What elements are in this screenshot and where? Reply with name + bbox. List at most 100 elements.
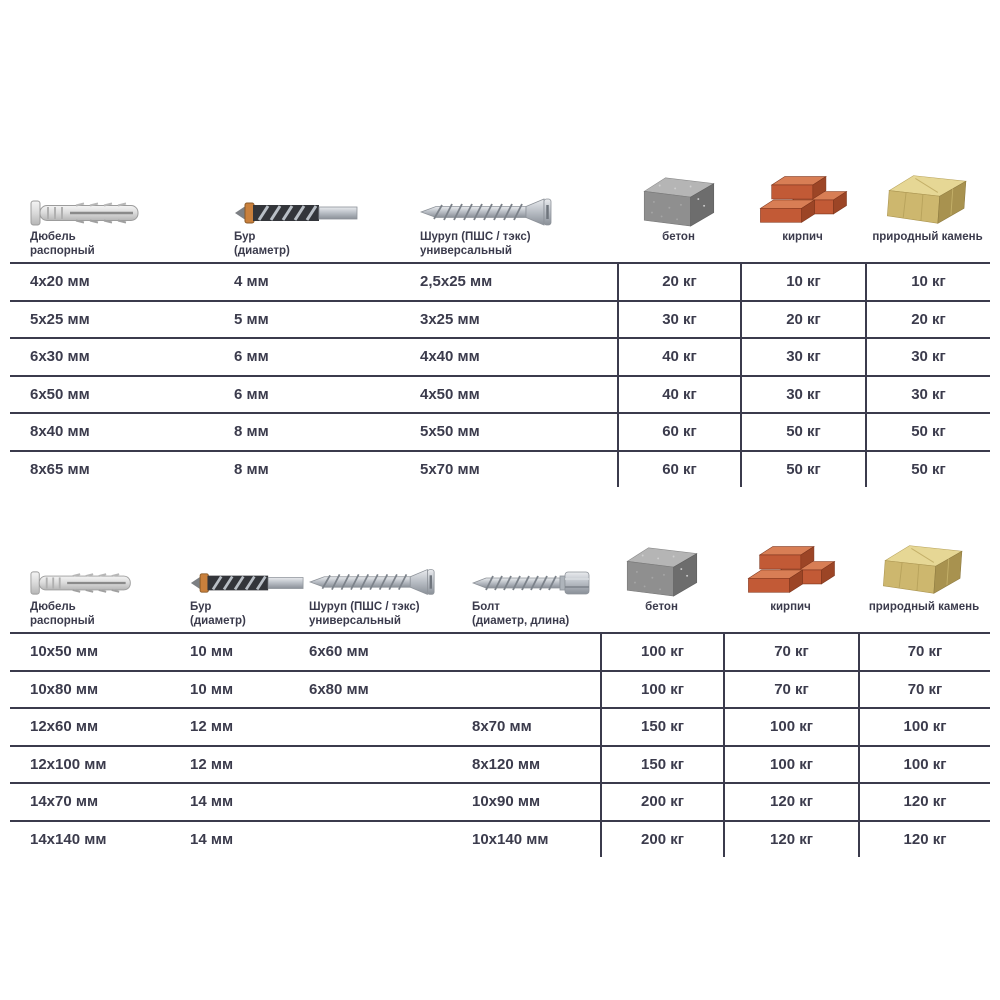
brick-cell: 120 кг — [723, 821, 858, 858]
drill-bit-image — [190, 568, 304, 598]
header-brick: кирпич — [740, 172, 865, 262]
stone-cell: 70 кг — [858, 671, 990, 708]
screw-cell: 5x50 мм — [420, 423, 480, 441]
brick-cell: 50 кг — [740, 414, 865, 450]
drill-icon-wrap — [234, 172, 358, 228]
drill-cell: 8 мм — [234, 460, 269, 478]
brick-cell: 120 кг — [723, 784, 858, 820]
drill-cell: 10 мм — [190, 643, 234, 661]
brick-cell: 30 кг — [740, 376, 865, 413]
screw-cell: 6x80 мм — [309, 680, 369, 698]
stone-image — [882, 170, 974, 228]
dowel-cell: 10x80 мм — [30, 680, 99, 698]
drill-cell: 12 мм — [190, 755, 234, 773]
header-dowel-label: Дюбель распорный — [30, 601, 95, 627]
table-header: Дюбель распорный Бур (диаметр) Шуруп (ПШ… — [10, 542, 990, 632]
header-drill: Бур (диаметр) — [232, 172, 418, 262]
dowel-cell: 6x30 мм — [30, 348, 90, 366]
screw-image — [420, 196, 554, 228]
brick-cell: 70 кг — [723, 634, 858, 670]
brick-cell: 30 кг — [740, 339, 865, 375]
bolt-cell — [470, 672, 600, 708]
dowel-cell: 14x140 мм — [30, 830, 107, 848]
header-brick-label: кирпич — [770, 601, 811, 614]
stone-cell: 100 кг — [858, 746, 990, 783]
stone-icon-wrap — [882, 172, 974, 228]
header-stone-label: природный камень — [872, 231, 983, 244]
screw-cell — [307, 822, 470, 858]
drill-cell: 14 мм — [190, 793, 234, 811]
screw-icon-wrap — [420, 172, 554, 228]
dowel-cell: 8x40 мм — [30, 423, 90, 441]
dowel-cell: 12x60 мм — [30, 718, 99, 736]
stone-cell: 120 кг — [858, 821, 990, 858]
dowel-cell: 5x25 мм — [30, 310, 90, 328]
concrete-cell: 30 кг — [617, 301, 740, 338]
concrete-cell: 20 кг — [617, 264, 740, 300]
dowel-image — [30, 198, 142, 228]
header-drill: Бур (диаметр) — [188, 542, 307, 632]
concrete-cell: 200 кг — [600, 821, 723, 858]
stone-cell: 10 кг — [865, 264, 990, 300]
drill-icon-wrap — [190, 542, 304, 598]
stone-cell: 70 кг — [858, 634, 990, 670]
concrete-cell: 40 кг — [617, 339, 740, 375]
stone-icon-wrap — [878, 542, 970, 598]
bolt-cell: 10x90 мм — [472, 793, 541, 811]
bolt-cell: 8x120 мм — [472, 755, 541, 773]
header-dowel: Дюбель распорный — [10, 542, 188, 632]
concrete-cell: 100 кг — [600, 671, 723, 708]
header-stone: природный камень — [858, 542, 990, 632]
concrete-cell: 150 кг — [600, 746, 723, 783]
brick-cell: 20 кг — [740, 301, 865, 338]
brick-icon-wrap — [757, 172, 849, 228]
screw-cell: 3x25 мм — [420, 310, 480, 328]
screw-cell — [307, 709, 470, 745]
brick-cell: 70 кг — [723, 671, 858, 708]
dowel-cell: 14x70 мм — [30, 793, 99, 811]
bricks-image — [757, 170, 849, 228]
screw-cell — [307, 747, 470, 783]
header-bolt-label: Болт (диаметр, длина) — [472, 601, 570, 627]
concrete-icon-wrap — [623, 542, 701, 598]
stone-image — [878, 540, 970, 598]
bolt-cell — [470, 634, 600, 670]
concrete-block-image — [623, 542, 701, 598]
bolt-cell: 8x70 мм — [472, 718, 532, 736]
table-small-dowels: Дюбель распорный Бур (диаметр) Шуруп (ПШ… — [10, 172, 990, 488]
stone-cell: 30 кг — [865, 339, 990, 375]
header-concrete-label: бетон — [662, 231, 695, 244]
drill-cell: 12 мм — [190, 718, 234, 736]
dowel-cell: 12x100 мм — [30, 755, 107, 773]
table-header: Дюбель распорный Бур (диаметр) Шуруп (ПШ… — [10, 172, 990, 262]
header-brick-label: кирпич — [782, 231, 823, 244]
dowel-image — [30, 568, 134, 598]
stone-cell: 100 кг — [858, 709, 990, 745]
brick-cell: 10 кг — [740, 264, 865, 300]
bolt-icon-wrap — [472, 542, 590, 598]
dowel-cell: 8x65 мм — [30, 460, 90, 478]
drill-cell: 8 мм — [234, 423, 269, 441]
table-large-dowels: Дюбель распорный Бур (диаметр) Шуруп (ПШ… — [10, 542, 990, 858]
drill-bit-image — [234, 198, 358, 228]
screw-cell: 4x40 мм — [420, 348, 480, 366]
stone-cell: 120 кг — [858, 784, 990, 820]
header-stone: природный камень — [865, 172, 990, 262]
screw-cell: 5x70 мм — [420, 460, 480, 478]
dowel-cell: 10x50 мм — [30, 643, 99, 661]
header-dowel-label: Дюбель распорный — [30, 231, 95, 257]
header-drill-label: Бур (диаметр) — [190, 601, 246, 627]
concrete-cell: 150 кг — [600, 709, 723, 745]
dowel-cell: 6x50 мм — [30, 385, 90, 403]
